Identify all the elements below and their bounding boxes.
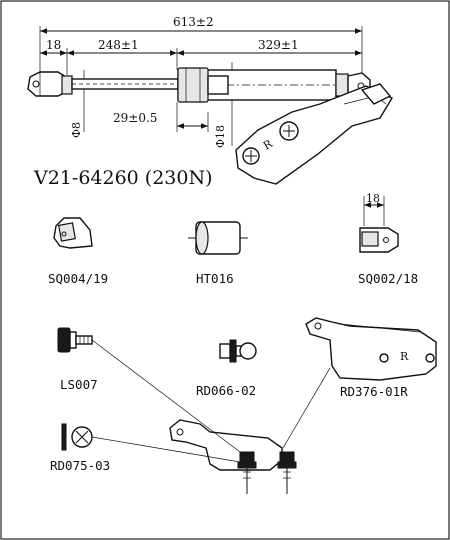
bracket-assembly bbox=[169, 419, 297, 494]
body-length-label: 329±1 bbox=[258, 38, 299, 52]
part-label-ht016: HT016 bbox=[196, 271, 234, 286]
end-fitting-length-label: 18 bbox=[46, 38, 61, 52]
part-rd075-03: RD075-03 bbox=[50, 423, 110, 473]
part-label-rd075-03: RD075-03 bbox=[50, 458, 110, 473]
part-label-rd066-02: RD066-02 bbox=[196, 383, 256, 398]
gas-spring-drawing: 613±2 18 248±1 329±1 Φ8 29±0.5 bbox=[27, 15, 371, 148]
stroke-marker-label: 29±0.5 bbox=[113, 111, 157, 125]
body-diameter-label: Φ18 bbox=[214, 125, 227, 148]
part-label-ls007: LS007 bbox=[60, 377, 98, 392]
lower-bracket-mark: R bbox=[400, 350, 409, 363]
part-ls007: LS007 bbox=[57, 327, 98, 392]
part-sq002-18: 18 SQ002/18 bbox=[358, 192, 418, 286]
model-title: V21-64260 (230N) bbox=[33, 167, 213, 189]
part-sq004-19: SQ004/19 bbox=[48, 217, 108, 286]
fitting-width-label: 18 bbox=[366, 192, 380, 205]
protective-sleeve bbox=[177, 67, 209, 103]
part-rd066-02: RD066-02 bbox=[196, 339, 257, 398]
overall-length-label: 613±2 bbox=[173, 15, 214, 29]
leader-lines bbox=[91, 339, 331, 463]
left-end-fitting bbox=[27, 71, 67, 97]
part-ht016: HT016 bbox=[188, 221, 248, 286]
part-label-sq004-19: SQ004/19 bbox=[48, 271, 108, 286]
upper-mounting-bracket: R bbox=[235, 83, 394, 185]
rod-length-label: 248±1 bbox=[98, 38, 139, 52]
part-rd376-01r: R RD376-01R bbox=[305, 317, 437, 399]
body-end-cap bbox=[335, 73, 349, 97]
part-label-sq002-18: SQ002/18 bbox=[358, 271, 418, 286]
rod-diameter-label: Φ8 bbox=[70, 122, 83, 138]
rod-collar bbox=[61, 75, 73, 95]
part-label-rd376-01r: RD376-01R bbox=[340, 384, 408, 399]
